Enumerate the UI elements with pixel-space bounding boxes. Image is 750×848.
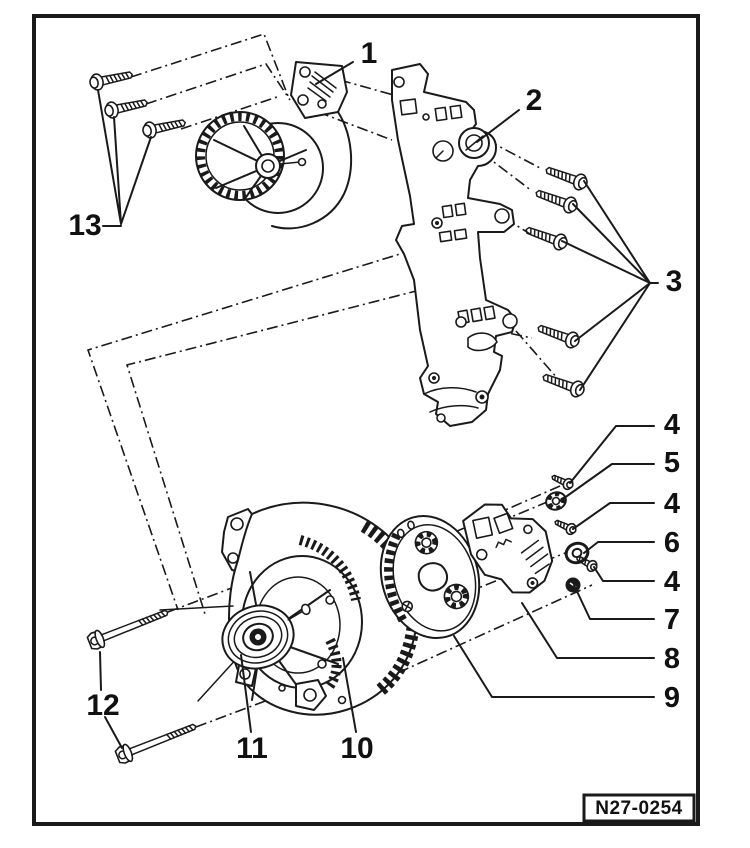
part-9-end-plate [379, 514, 481, 640]
callout-13: 13 [68, 209, 101, 242]
part-12-bolts [85, 602, 200, 767]
callout-4c: 4 [664, 566, 680, 598]
part-8-voltage-regulator [462, 503, 554, 594]
bolt-3d [534, 319, 583, 351]
bolt-13a [87, 65, 135, 93]
bolt-13c [140, 113, 188, 141]
callout-4a: 4 [664, 409, 680, 441]
bolt-13b [102, 93, 150, 121]
callout-7: 7 [664, 604, 680, 636]
leader-lines [97, 61, 659, 749]
bolt-12a [85, 602, 172, 653]
bolt-12b [113, 716, 200, 767]
callout-labels: 1 2 3 4 5 4 6 4 7 8 9 10 11 12 13 [68, 37, 682, 765]
figure-code: N27-0254 [595, 798, 682, 819]
callout-8: 8 [664, 643, 680, 675]
callout-11: 11 [236, 732, 268, 765]
bolt-3b [532, 184, 581, 216]
callout-2: 2 [526, 84, 543, 117]
nut-5 [545, 491, 567, 511]
cap-6 [564, 541, 590, 565]
callout-1: 1 [361, 37, 378, 70]
part-13-bolts [87, 65, 188, 141]
part-3-bolts [522, 161, 591, 400]
callout-9: 9 [664, 682, 680, 714]
figure-code-box: N27-0254 [582, 793, 696, 823]
ribbed-wheel [196, 112, 284, 200]
figure-frame [32, 14, 700, 826]
callout-4b: 4 [664, 488, 680, 520]
callout-3: 3 [666, 265, 683, 298]
callout-5: 5 [664, 447, 680, 479]
bolt-3c [522, 221, 571, 253]
part-2-mounting-bracket [391, 63, 518, 427]
bolt-3e [539, 368, 588, 400]
callout-10: 10 [340, 732, 373, 765]
screw-4b [552, 515, 579, 537]
part-11-pulley [221, 603, 311, 670]
callout-6: 6 [664, 527, 680, 559]
shaft-pointer-lines [159, 605, 240, 702]
bolt-3a [542, 161, 591, 193]
part-1-belt-tensioner [195, 61, 353, 230]
callout-12: 12 [86, 689, 119, 722]
